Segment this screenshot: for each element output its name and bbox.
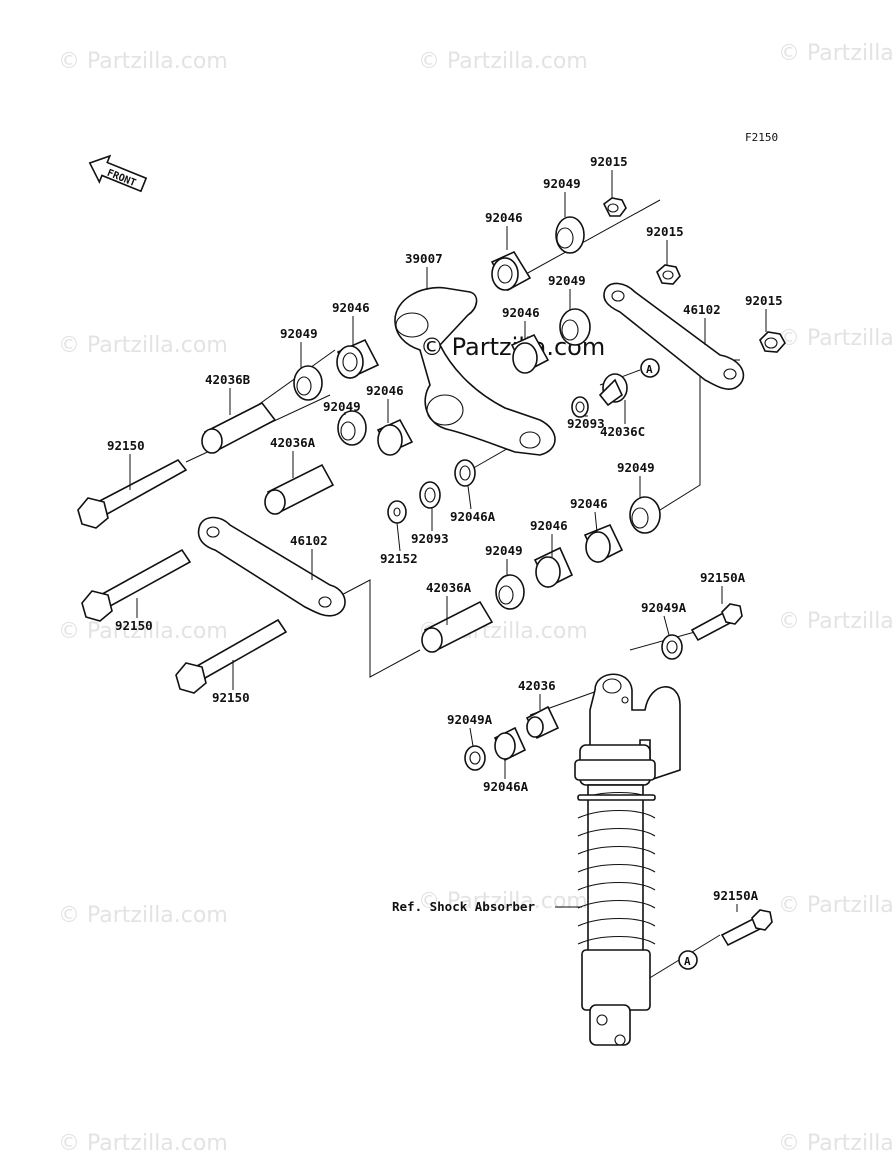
part-number-label: 42036C	[600, 424, 645, 439]
part-number-label: 42036B	[205, 372, 251, 387]
part-number-label: 42036A	[426, 580, 472, 595]
watermark: © Partzilla.com	[778, 609, 894, 634]
collar-92049-mid-left	[337, 410, 367, 446]
rocker-arm-39007	[394, 286, 556, 456]
collar-42036C	[598, 373, 628, 407]
bolt-92150A-upper	[690, 603, 743, 642]
bearing-92046-mid-left	[376, 418, 414, 456]
part-number-label: 92152	[380, 551, 418, 566]
bolt-92150-top	[77, 458, 188, 529]
watermark: © Partzilla.com	[778, 893, 894, 918]
nut-92015-right	[759, 331, 786, 353]
collar-92049-left	[293, 365, 323, 401]
washer-92093-lower	[419, 481, 441, 509]
bearing-92046-center	[510, 333, 550, 374]
sleeve-42036A-upper	[264, 463, 335, 515]
watermark: © Partzilla.com	[778, 41, 894, 66]
part-number-label: 92049	[548, 273, 586, 288]
part-number-label: 92046	[502, 305, 540, 320]
part-number-label: 39007	[405, 251, 443, 266]
bearing-92046A-lower	[493, 726, 527, 762]
collar-42036	[525, 705, 560, 740]
washer-92093-upper	[571, 396, 589, 418]
part-number-label: 92093	[567, 416, 605, 431]
part-number-label: 92049	[280, 326, 318, 341]
sleeve-42036B	[201, 401, 277, 454]
part-number-label: 92046	[485, 210, 523, 225]
bearing-92046-right	[583, 523, 624, 564]
part-number-label: 42036A	[270, 435, 316, 450]
watermark: © Partzilla.com	[778, 326, 894, 351]
collar-92049A-upper	[661, 634, 683, 660]
part-number-label: 92150	[115, 618, 153, 633]
bearing-92046-right-2	[533, 546, 574, 589]
link-46102-right	[603, 282, 745, 390]
part-number-label: 92049	[617, 460, 655, 475]
bearing-92046-top	[490, 250, 532, 292]
part-number-label: 92046A	[483, 779, 529, 794]
collar-92049-center	[559, 308, 591, 346]
watermark: © Partzilla.com	[58, 333, 228, 358]
part-number-label: 92046	[332, 300, 370, 315]
part-number-label: 46102	[290, 533, 328, 548]
part-number-label: 42036	[518, 678, 556, 693]
part-number-label: 92150	[212, 690, 250, 705]
label-ticks	[129, 170, 767, 912]
part-number-label: 92046A	[450, 509, 496, 524]
part-number-label: 92015	[646, 224, 684, 239]
part-number-label: 92049A	[447, 712, 493, 727]
watermark: © Partzilla.com	[58, 49, 228, 74]
part-number-label: 46102	[683, 302, 721, 317]
bolt-92150-lower	[175, 618, 288, 694]
shock-absorber	[574, 673, 681, 1046]
watermark: © Partzilla.com	[778, 1131, 894, 1156]
part-number-label: 92150A	[713, 888, 759, 903]
part-number-label: 92046	[530, 518, 568, 533]
bolt-92150A-lower	[720, 909, 773, 947]
callout-a-upper: A	[640, 358, 660, 378]
watermark: © Partzilla.com	[58, 1131, 228, 1156]
callout-a-lower: A	[678, 950, 698, 970]
part-number-label: 92015	[590, 154, 628, 169]
ref-shock-absorber-label: Ref. Shock Absorber	[392, 899, 535, 914]
callout-label: A	[684, 955, 691, 968]
sleeve-42036A-lower	[421, 600, 494, 653]
watermark: © Partzilla.com	[58, 619, 228, 644]
bearing-92046-left	[336, 338, 380, 380]
part-number-label: 92150A	[700, 570, 746, 585]
part-number-label: 92049	[543, 176, 581, 191]
watermark: © Partzilla.com	[418, 889, 588, 914]
part-number-label: 92049	[485, 543, 523, 558]
part-labels: 92015 92049 92015 92046 39007 92049 9201…	[107, 154, 783, 903]
watermark-layer: © Partzilla.com © Partzilla.com © Partzi…	[58, 41, 894, 1156]
collar-92049-lower	[495, 574, 525, 610]
collar-92049A-lower	[464, 745, 486, 771]
watermark: © Partzilla.com	[58, 903, 228, 928]
bearing-92046A-upper	[454, 459, 476, 487]
nut-92015-mid	[656, 264, 681, 285]
link-46102-left	[197, 516, 346, 617]
part-number-label: 92046	[366, 383, 404, 398]
collar-92049-right	[629, 496, 661, 534]
part-number-label: 92015	[745, 293, 783, 308]
figure-code: F2150	[745, 131, 778, 144]
washer-92152	[387, 500, 407, 524]
collar-92049-top	[555, 216, 585, 254]
bolt-92150-mid	[81, 548, 192, 622]
part-number-label: 92049A	[641, 600, 687, 615]
watermark: © Partzilla.com	[418, 49, 588, 74]
front-arrow-icon: FRONT	[88, 154, 148, 193]
part-number-label: 92093	[411, 531, 449, 546]
callout-label: A	[646, 363, 653, 376]
part-number-label: 92049	[323, 399, 361, 414]
part-number-label: 92150	[107, 438, 145, 453]
part-number-label: 92046	[570, 496, 608, 511]
nut-92015-top	[602, 197, 627, 217]
